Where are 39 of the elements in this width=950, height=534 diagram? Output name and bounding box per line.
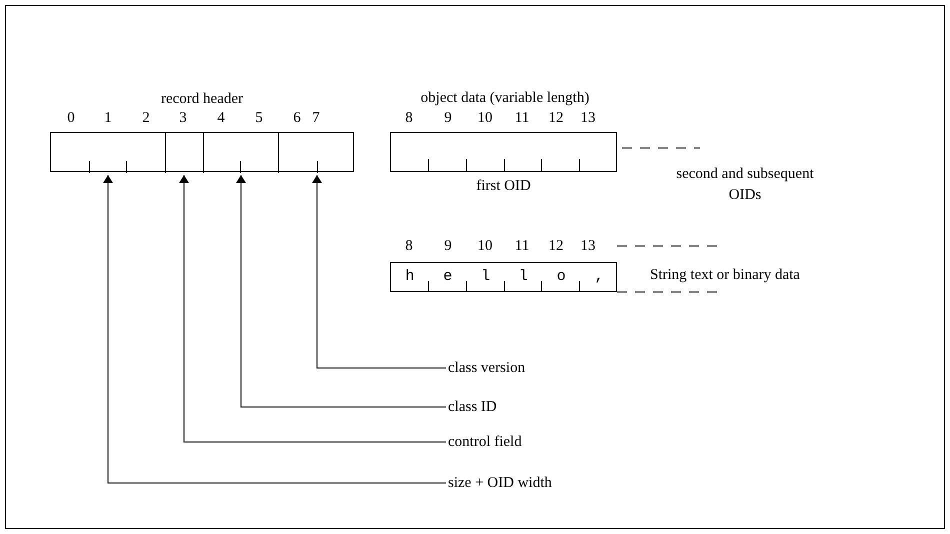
byte-number: 8	[405, 109, 413, 127]
leader-arrow	[103, 174, 446, 484]
heading: record header	[160, 90, 244, 108]
leader-arrow	[179, 174, 446, 442]
byte-number: 13	[580, 237, 596, 255]
byte-number: 4	[217, 109, 225, 127]
byte-number: 11	[514, 237, 530, 255]
byte-number: 5	[255, 109, 263, 127]
byte-number: 6	[293, 109, 301, 127]
field-label: class ID	[448, 398, 497, 416]
string-character: l	[480, 268, 491, 286]
data-caption: String text or binary data	[650, 266, 800, 284]
leader-arrow	[312, 174, 446, 368]
byte-number: 10	[478, 109, 492, 127]
string-character: ,	[594, 268, 604, 286]
string-character: o	[556, 268, 566, 286]
byte-number: 11	[514, 109, 530, 127]
string-character: l	[518, 268, 528, 286]
byte-number: 13	[580, 109, 596, 127]
byte-number: 2	[142, 109, 150, 127]
byte-number: 0	[67, 109, 75, 127]
byte-number: 1	[104, 109, 112, 127]
byte-number: 7	[312, 109, 320, 127]
byte-number: 12	[548, 109, 564, 127]
byte-number: 10	[478, 237, 492, 255]
byte-number: 12	[548, 237, 564, 255]
byte-number: 9	[444, 237, 452, 255]
byte-number: 8	[405, 237, 413, 255]
byte-number: 9	[444, 109, 452, 127]
annotation: object data (variable length)	[420, 89, 590, 107]
annotation: second and subsequent OIDs	[675, 165, 815, 205]
field-label: class version	[448, 359, 526, 377]
leader-arrow	[236, 174, 446, 408]
byte-number: 3	[179, 109, 187, 127]
field-label: control field	[448, 433, 522, 451]
string-character: e	[442, 268, 453, 286]
field-label: size + OID width	[448, 474, 552, 492]
string-character: h	[404, 268, 415, 286]
field-caption: first OID	[475, 177, 532, 195]
